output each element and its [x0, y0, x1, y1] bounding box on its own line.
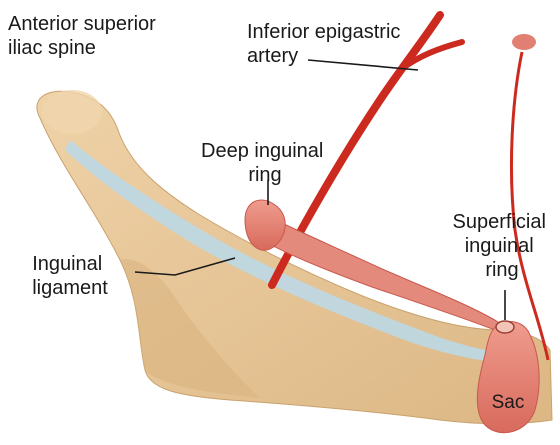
label-sac: Sac: [492, 392, 525, 413]
superficial-ring-opening: [496, 321, 514, 333]
right-vessel: [511, 52, 548, 360]
label-superficial-inguinal-ring: Superficial inguinal ring: [453, 211, 552, 281]
asis-prominence: [42, 90, 102, 134]
label-inferior-epigastric-artery: Inferior epigastric artery: [247, 21, 406, 67]
label-inguinal-ligament: Inguinal ligament: [32, 253, 108, 299]
label-asis: Anterior superior iliac spine: [8, 13, 161, 59]
label-deep-inguinal-ring: Deep inguinal ring: [201, 140, 329, 186]
vessel-top-oval: [512, 34, 536, 50]
